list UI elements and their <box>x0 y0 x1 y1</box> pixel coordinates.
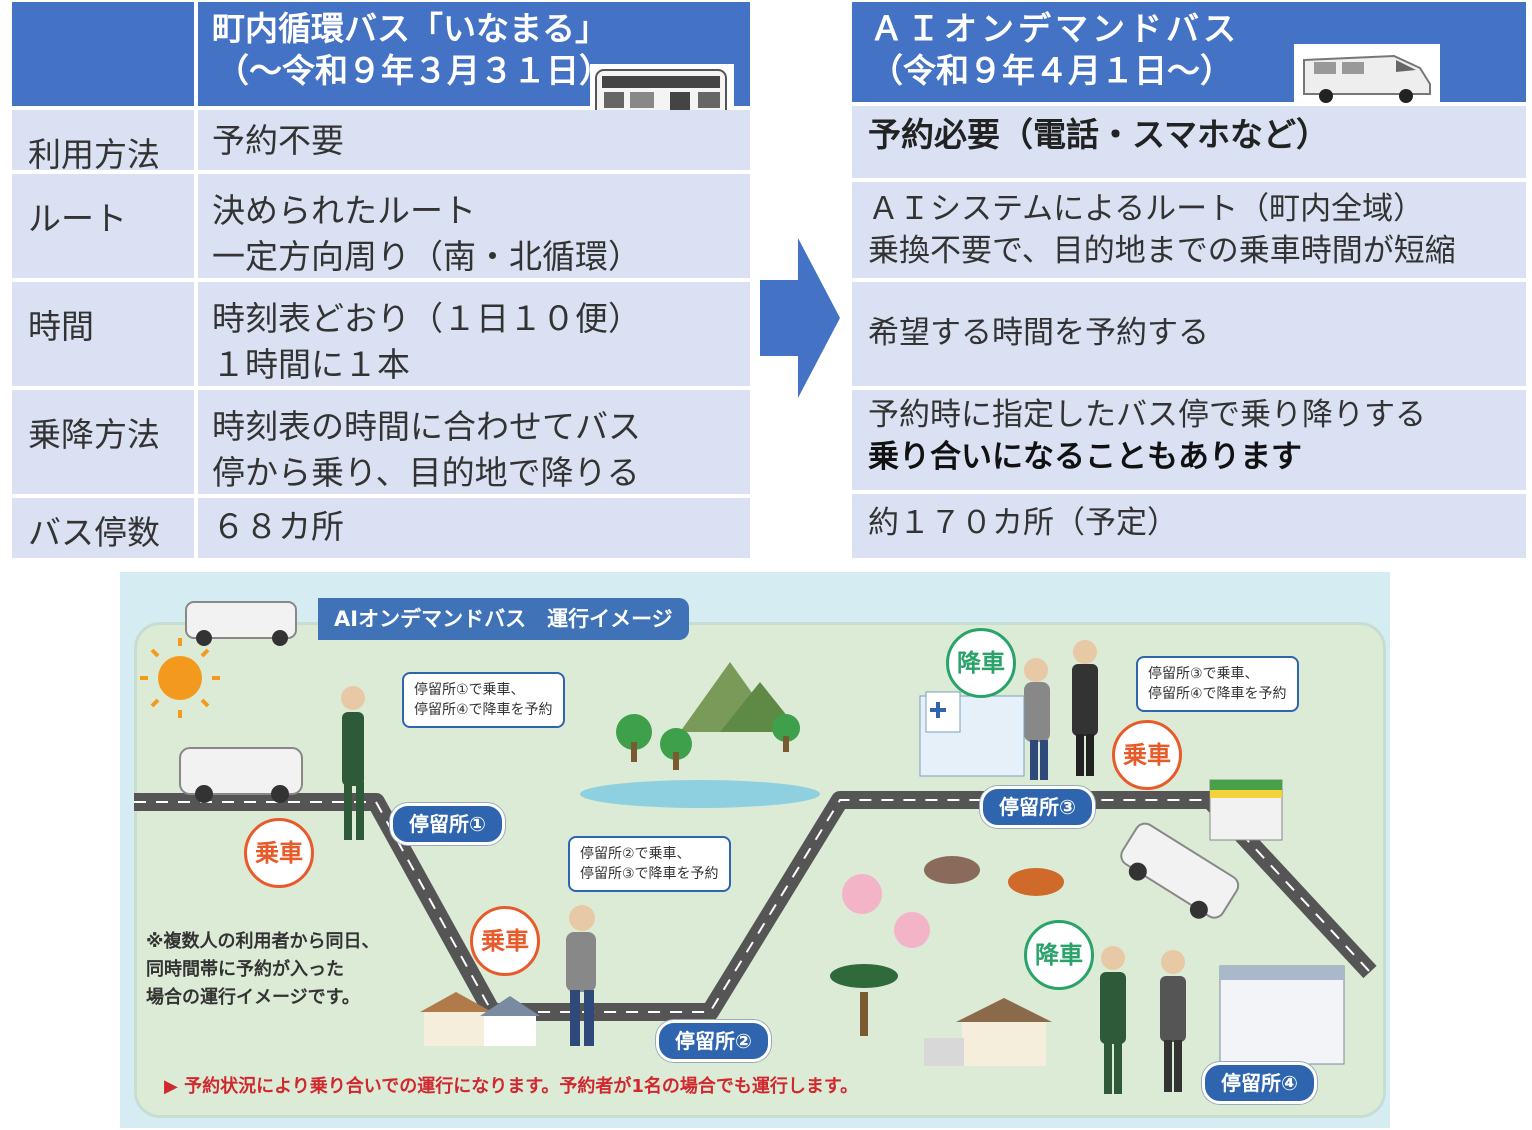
alight-badge-1: 降車 <box>946 628 1016 698</box>
speech-bubble-1: 停留所①で乗車、 停留所④で降車を予約 <box>402 672 565 728</box>
left-row-2-value: 決められたルート 一定方向周り（南・北循環） <box>198 174 750 278</box>
right-row-4-value: 予約時に指定したバス停で乗り降りする 乗り合いになることもあります <box>852 390 1526 490</box>
operation-note: ▶ 予約状況により乗り合いでの運行になります。予約者が1名の場合でも運行します。 <box>164 1076 859 1097</box>
right-row-2-line1: ＡＩシステムによるルート（町内全域） <box>868 191 1425 227</box>
left-row-1-value: 予約不要 <box>198 110 750 170</box>
left-row-5-label: バス停数 <box>12 498 194 558</box>
left-header-blank <box>12 2 194 106</box>
stop-1-label: 停留所① <box>390 803 505 845</box>
speech-bubble-3: 停留所③で乗車、 停留所④で降車を予約 <box>1136 656 1299 712</box>
left-row-4-line1: 時刻表の時間に合わせてバス <box>212 407 641 446</box>
illustration-note: ※複数人の利用者から同日、 同時間帯に予約が入った 場合の運行イメージです。 <box>146 931 380 1008</box>
right-header-subtitle: （令和９年４月１日〜） <box>870 50 1233 92</box>
left-row-4-line2: 停から乗り、目的地で降りる <box>212 453 640 492</box>
left-row-2-line2: 一定方向周り（南・北循環） <box>212 237 641 276</box>
right-row-3-value: 希望する時間を予約する <box>852 282 1526 386</box>
left-row-3-line1: 時刻表どおり（１日１０便） <box>212 299 641 338</box>
left-row-1-label: 利用方法 <box>12 110 194 174</box>
right-header-title: ＡＩオンデマンドバス <box>870 8 1240 50</box>
stop-2-label: 停留所② <box>656 1020 771 1062</box>
alight-badge-2: 降車 <box>1024 920 1094 990</box>
right-row-4-line1: 予約時に指定したバス停で乗り降りする <box>868 397 1426 433</box>
left-row-4-value: 時刻表の時間に合わせてバス 停から乗り、目的地で降りる <box>198 390 750 494</box>
right-row-4-line2: 乗り合いになることもあります <box>868 439 1302 475</box>
right-row-2-value: ＡＩシステムによるルート（町内全域） 乗換不要で、目的地までの乗車時間が短縮 <box>852 182 1526 278</box>
left-header-title: 町内循環バス「いなまる」 <box>212 8 608 50</box>
van-image <box>1294 44 1440 106</box>
illustration-banner: AIオンデマンドバス 運行イメージ <box>318 598 689 640</box>
right-row-1-value: 予約必要（電話・スマホなど） <box>852 106 1526 178</box>
left-row-4-label: 乗降方法 <box>12 390 194 494</box>
left-header-subtitle: （〜令和９年３月３１日） <box>216 50 612 92</box>
speech-bubble-2: 停留所②で乗車、 停留所③で降車を予約 <box>568 836 731 892</box>
right-arrow-icon <box>760 238 840 398</box>
small-bus-image <box>590 64 734 130</box>
right-row-2-line2: 乗換不要で、目的地までの乗車時間が短縮 <box>868 233 1456 269</box>
left-row-2-line1: 決められたルート <box>212 191 476 230</box>
board-badge-2: 乗車 <box>470 906 540 976</box>
stop-3-label: 停留所③ <box>980 786 1095 828</box>
board-badge-1: 乗車 <box>244 818 314 888</box>
left-row-3-label: 時間 <box>12 282 194 386</box>
left-row-2-label: ルート <box>12 174 194 278</box>
board-badge-3: 乗車 <box>1112 720 1182 790</box>
route-map-graphic <box>134 601 1377 1094</box>
stop-4-label: 停留所④ <box>1202 1062 1317 1104</box>
left-row-5-value: ６８カ所 <box>198 498 750 558</box>
left-row-3-line2: １時間に１本 <box>212 345 410 384</box>
right-row-5-value: 約１７０カ所（予定） <box>852 494 1526 558</box>
left-row-3-value: 時刻表どおり（１日１０便） １時間に１本 <box>198 282 750 386</box>
